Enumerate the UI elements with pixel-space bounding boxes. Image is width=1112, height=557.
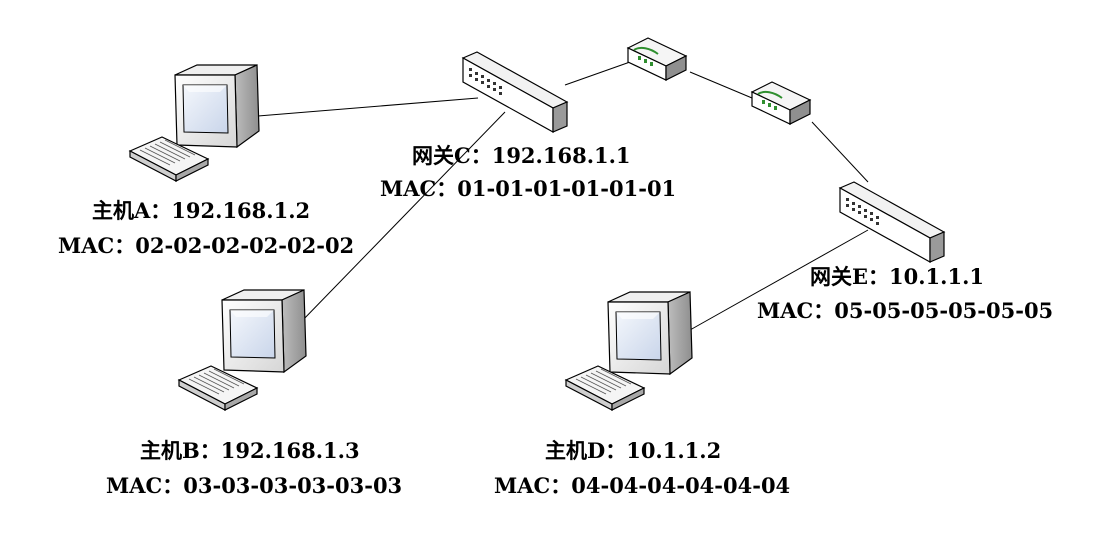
gateway-c-mac-label: MAC：01-01-01-01-01-01 [380, 176, 677, 201]
connection-lines [257, 61, 869, 331]
gateway-e-ip-label: 网关E：10.1.1.1 [810, 264, 984, 289]
host-a-ip-label: 主机A：192.168.1.2 [92, 198, 311, 223]
host-d-mac-label: MAC：04-04-04-04-04-04 [494, 473, 791, 498]
router-1-icon [626, 37, 688, 81]
host-b-computer-icon [177, 289, 307, 411]
gateway-e-switch-icon [838, 181, 946, 264]
host-b-mac-label: MAC：03-03-03-03-03-03 [106, 473, 403, 498]
link-host-b-gateway-c [299, 111, 506, 324]
gateway-e-mac-label: MAC：05-05-05-05-05-05 [757, 298, 1054, 323]
router-2-icon [750, 81, 812, 125]
link-router-2-gateway-e [811, 121, 869, 183]
host-d-computer-icon [564, 291, 693, 411]
host-b-ip-label: 主机B：192.168.1.3 [140, 438, 360, 463]
link-gateway-c-router-1 [564, 61, 631, 86]
gateway-c-switch-icon [461, 51, 569, 134]
link-host-d-gateway-e [689, 229, 869, 331]
host-a-mac-label: MAC：02-02-02-02-02-02 [58, 233, 355, 258]
host-a-computer-icon [128, 64, 260, 182]
link-host-a-gateway-c [257, 97, 479, 117]
host-d-ip-label: 主机D：10.1.1.2 [545, 438, 722, 463]
link-router-1-router-2 [689, 71, 753, 99]
gateway-c-ip-label: 网关C：192.168.1.1 [412, 143, 631, 168]
